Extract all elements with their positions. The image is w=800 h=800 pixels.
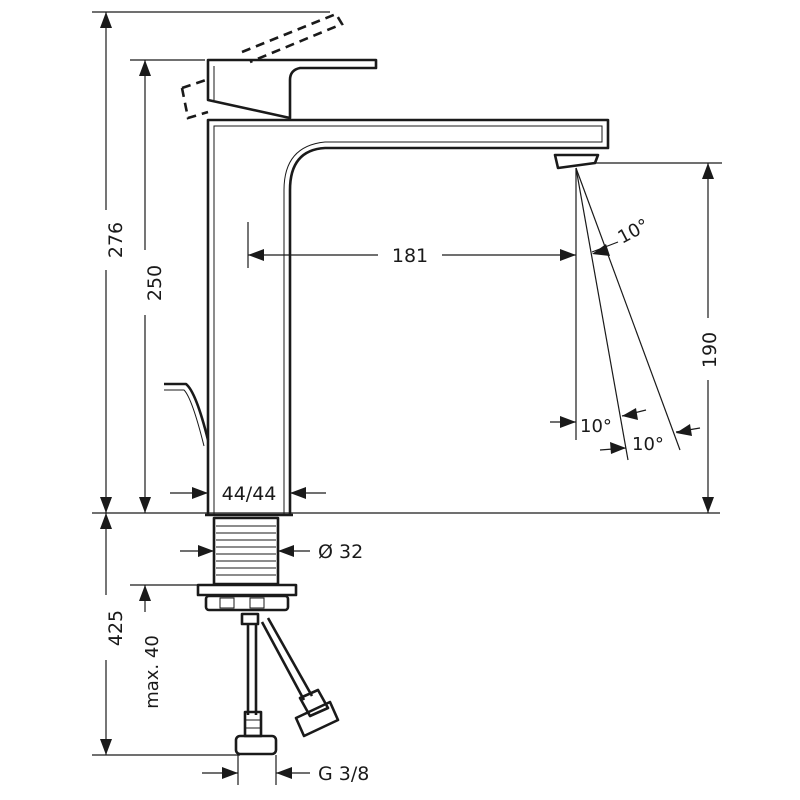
spout-clearance-label: 190 (699, 332, 721, 368)
dimension-spout-reach: 181 (248, 245, 576, 267)
angle-right-label: 10° (614, 215, 652, 249)
dimension-max-deck-thickness: max. 40 (139, 585, 163, 709)
handle-lever-open-position (180, 12, 344, 120)
dimension-angle-bottom-right: 10° (599, 424, 701, 455)
supply-hoses (234, 612, 340, 756)
faucet-body (205, 118, 610, 517)
dimension-total-height: 276 (100, 12, 127, 513)
popup-rod (164, 382, 210, 447)
angle-bottom-right-label: 10° (632, 434, 664, 455)
dimension-hose-length: 425 (100, 513, 127, 755)
dimension-connection-thread: G 3/8 (202, 763, 369, 785)
spout-reach-label: 181 (392, 245, 428, 267)
dimension-angle-bottom-left: 10° (550, 408, 647, 437)
base-size-label: 44/44 (222, 483, 277, 505)
connection-thread-label: G 3/8 (318, 763, 369, 785)
angle-bottom-left-label: 10° (580, 416, 612, 437)
shank-diameter-label: Ø 32 (318, 541, 363, 563)
max-deck-thickness-label: max. 40 (142, 635, 163, 709)
dimension-base-size: 44/44 (170, 483, 326, 505)
hose-length-label: 425 (105, 610, 127, 646)
body-height-label: 250 (144, 265, 166, 301)
total-height-label: 276 (105, 222, 127, 258)
dimension-body-height: 250 (139, 60, 166, 513)
handle-lever (206, 58, 378, 120)
extension-lines (92, 11, 722, 785)
dimension-spout-clearance: 190 (699, 163, 721, 513)
dimension-shank-diameter: Ø 32 (180, 541, 363, 563)
threaded-shank (196, 516, 298, 612)
